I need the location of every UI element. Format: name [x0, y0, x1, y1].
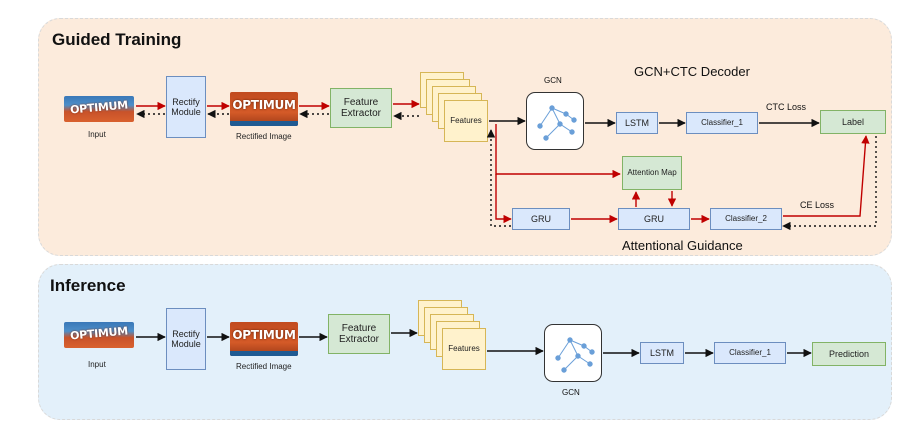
training-rectified-image: OPTIMUM	[230, 92, 298, 126]
attention-map-box: Attention Map	[622, 156, 682, 190]
training-rectified-label: Rectified Image	[236, 132, 292, 141]
arrow-features-to-attention	[495, 124, 621, 179]
training-rectified-image-text: OPTIMUM	[232, 98, 296, 112]
attentional-guidance-label: Attentional Guidance	[622, 238, 743, 253]
inference-feature-extractor: Feature Extractor	[328, 314, 390, 354]
classifier-2: Classifier_2	[710, 208, 782, 230]
inference-prediction: Prediction	[812, 342, 886, 366]
inference-graph-icon	[555, 337, 595, 373]
arrow-classifier2-to-label	[783, 135, 870, 217]
inference-rectified-image-text: OPTIMUM	[232, 328, 296, 342]
training-feature-extractor: Feature Extractor	[330, 88, 392, 128]
inference-lstm: LSTM	[640, 342, 684, 364]
training-graph-icon	[537, 105, 577, 141]
inference-gcn-label: GCN	[562, 388, 580, 397]
inference-arrows	[136, 328, 812, 358]
training-rectified-image-band	[230, 121, 298, 126]
inference-rectified-label: Rectified Image	[236, 362, 292, 371]
backward-gru1-to-features	[486, 129, 511, 227]
training-input-image: OPTIMUM	[64, 96, 134, 122]
inference-features: Features	[442, 328, 486, 370]
training-plain-arrows	[489, 116, 820, 128]
training-gcn-label: GCN	[544, 76, 562, 85]
ce-loss-label: CE Loss	[800, 200, 835, 210]
training-label-box: Label	[820, 110, 886, 134]
training-rectify-module: Rectify Module	[166, 76, 206, 138]
gcn-ctc-decoder-label: GCN+CTC Decoder	[634, 64, 750, 79]
inference-rectify-module: Rectify Module	[166, 308, 206, 370]
training-lstm: LSTM	[616, 112, 658, 134]
training-classifier-1: Classifier_1	[686, 112, 758, 134]
inference-rectified-image-band	[230, 351, 298, 356]
arrow-features-to-gru1	[495, 174, 512, 224]
training-input-label: Input	[88, 130, 106, 139]
gru-1: GRU	[512, 208, 570, 230]
backward-label-to-classifier2	[782, 136, 877, 231]
inference-classifier-1: Classifier_1	[714, 342, 786, 364]
guided-training-title: Guided Training	[52, 30, 182, 49]
inference-input-label: Input	[88, 360, 106, 369]
training-backward-arrows	[136, 109, 877, 231]
inference-input-image: OPTIMUM	[64, 322, 134, 348]
ctc-loss-label: CTC Loss	[766, 102, 807, 112]
inference-rectified-image: OPTIMUM	[230, 322, 298, 356]
inference-title: Inference	[50, 276, 126, 295]
gru-2: GRU	[618, 208, 690, 230]
training-forward-arrows	[136, 99, 870, 224]
training-features: Features	[444, 100, 488, 142]
